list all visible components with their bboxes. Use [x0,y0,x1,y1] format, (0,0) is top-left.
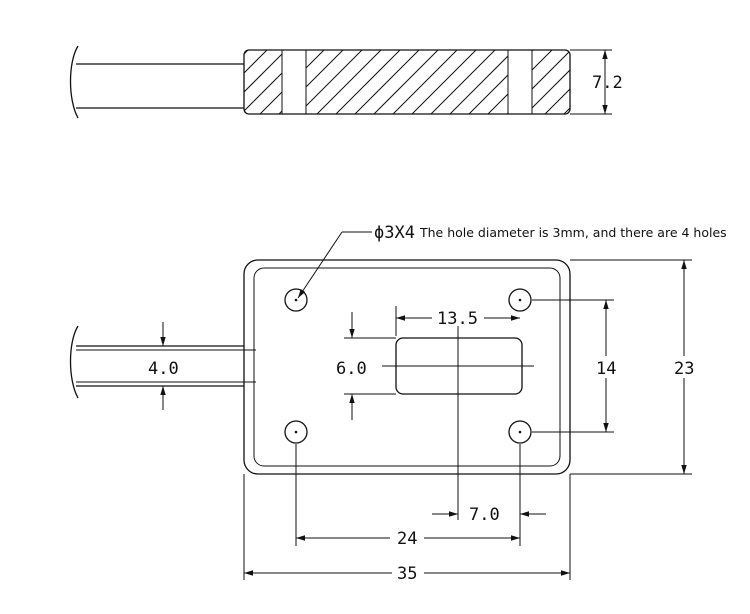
hole-callout: ϕ3X4 The hole diameter is 3mm, and there… [297,223,727,299]
extension-lines [243,408,571,580]
hole-section-left [282,50,306,114]
overall-height-dimension: 23 [570,259,698,475]
hatch-line [426,50,500,114]
side-view: 7.2 [69,45,708,119]
hatch-line [369,50,443,114]
section-hatching [244,46,708,118]
overall-width-label: 35 [397,564,417,584]
hole-vertical-spacing-dimension: 14 [532,299,620,433]
top-view: ϕ3X4 The hole diameter is 3mm, and there… [69,223,727,584]
hatch-line [244,50,272,114]
sensor-body [243,259,571,475]
top-cable [69,325,256,399]
slot-height-label: 6.0 [336,359,367,379]
hole-callout-symbol: ϕ3X4 [374,223,415,243]
hatch-line [244,50,253,114]
hatch-line [331,50,405,114]
hatch-line [617,46,689,118]
hatch-line [407,50,481,114]
mounting-hole [508,288,532,312]
hatch-line [636,46,708,118]
slot-width-dimension: 13.5 [395,306,520,336]
cable-width-label: 4.0 [148,359,179,379]
hatch-line [312,50,386,114]
side-body-section [243,46,708,118]
cable-width-dimension: 4.0 [148,322,179,410]
side-cable [69,45,244,119]
hole-callout-note: The hole diameter is 3mm, and there are … [419,225,727,240]
slot-width-label: 13.5 [437,309,478,329]
mounting-hole [284,288,308,312]
mounting-hole [284,420,308,444]
hatch-line [350,50,424,114]
thickness-dimension: 7.2 [570,49,623,115]
overall-width-dimension: 35 [244,564,570,584]
hatch-line [540,50,570,114]
hatch-line [521,50,570,114]
overall-height-label: 23 [674,359,694,379]
hatch-line [244,50,291,114]
mounting-hole [508,420,532,444]
hole-horizontal-spacing-label: 24 [397,529,417,549]
hatch-line [388,50,462,114]
hole-section-right [508,50,532,114]
slot-offset-dimension: 7.0 [432,505,546,525]
hole-vertical-spacing-label: 14 [596,359,616,379]
slot-height-dimension: 6.0 [336,312,396,420]
hatch-line [445,50,519,114]
slot-offset-label: 7.0 [469,505,500,525]
hole-horizontal-spacing-dimension: 24 [296,529,520,549]
mounting-holes [284,288,532,444]
thickness-label: 7.2 [592,73,623,93]
center-lines [382,326,534,408]
